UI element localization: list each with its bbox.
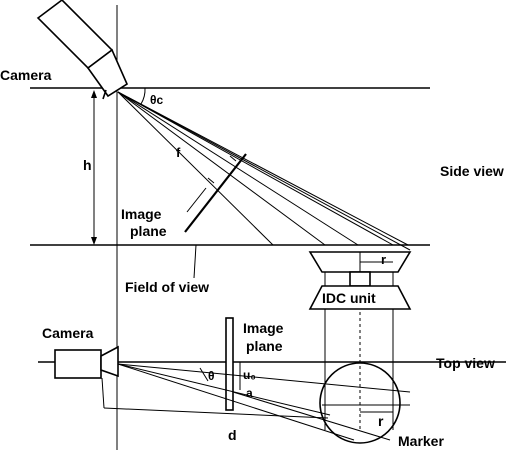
marker-circle: [319, 362, 401, 444]
top-fov-bottom: [103, 407, 329, 419]
ray-1: [117, 91, 274, 246]
d-label: d: [228, 427, 237, 443]
image-plane-side-marker-2: [229, 155, 237, 162]
camera-side-mount-arrow: [102, 89, 107, 100]
image-plane-top-label-1: Image: [243, 320, 284, 336]
height-arrow-head-bottom: [91, 237, 97, 245]
image-plane-side-marker-1: [207, 177, 215, 184]
theta-label: θ: [208, 369, 215, 383]
height-arrow-head-top: [91, 90, 97, 98]
theta-tick: [199, 367, 209, 382]
side-view-group: θc r Camera h f Side view Image plane: [0, 0, 504, 450]
idc-unit-label: IDC unit: [322, 290, 376, 306]
image-plane-side-pointer: [186, 187, 207, 213]
top-ray-upper: [117, 363, 355, 441]
r-side-label: r: [381, 252, 386, 267]
idc-unit-middle: IDC unit: [308, 271, 412, 310]
top-ray-outer-upper: [117, 363, 411, 393]
camera-top: [54, 345, 119, 379]
camera-side-label: Camera: [0, 67, 52, 83]
field-of-view-label: Field of view: [125, 279, 209, 295]
side-view-label: Side view: [440, 163, 504, 179]
theta-c-arc: [140, 87, 146, 105]
camera-top-label: Camera: [42, 325, 94, 341]
image-plane-side-label-1: Image: [121, 206, 162, 222]
fov-pointer: [193, 244, 197, 279]
a-label: a: [246, 386, 253, 400]
h-label: h: [83, 157, 92, 173]
marker-label: Marker: [398, 433, 444, 449]
top-ray-mid: [117, 363, 331, 416]
ray-3: [117, 91, 359, 246]
camera-side: [36, 0, 129, 100]
ray-2: [117, 91, 326, 246]
top-view-label: Top view: [436, 355, 495, 371]
image-plane-side: [184, 153, 247, 233]
idc-unit-body: [308, 285, 412, 310]
camera-top-lens: [100, 345, 119, 378]
r-top-label: r: [378, 413, 384, 429]
top-ray-lower: [232, 391, 391, 441]
image-plane-side-label-2: plane: [130, 223, 167, 239]
camera-side-lens: [86, 48, 129, 98]
idc-unit-connector: [349, 271, 371, 287]
f-label: f: [176, 145, 181, 160]
idc-unit-side: r: [308, 251, 412, 273]
ray-5: [117, 91, 409, 246]
theta-c-label: θc: [150, 93, 163, 107]
camera-top-body: [54, 349, 102, 379]
u0-label: u₀: [243, 368, 256, 382]
top-view-group: θ u₀ a r d Camera Field of view Image pl…: [38, 244, 506, 449]
top-fov-left: [101, 377, 105, 409]
ray-4: [117, 91, 394, 246]
image-plane-top: [225, 317, 234, 411]
ray-6: [117, 91, 411, 251]
image-plane-top-label-2: plane: [246, 338, 283, 354]
